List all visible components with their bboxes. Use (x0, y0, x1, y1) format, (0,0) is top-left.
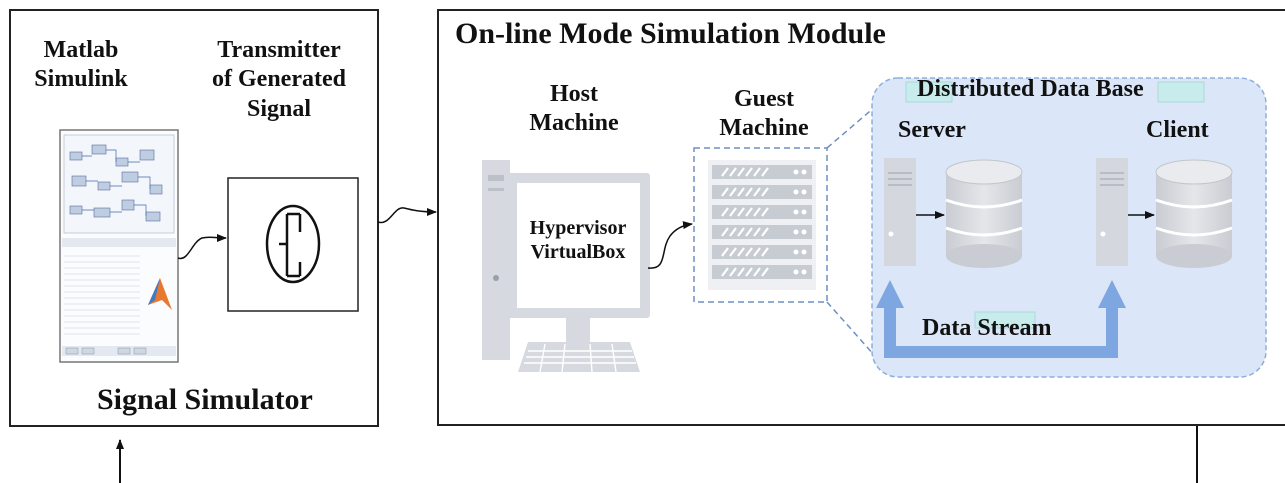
server-rack-icon (708, 160, 816, 290)
highlight-db-right (1157, 81, 1205, 103)
host-machine-icon (482, 160, 650, 373)
guest-machine-frame (693, 147, 828, 303)
transmitter-label: Transmitter of Generated Signal (212, 37, 346, 122)
server-node-icon (884, 158, 916, 266)
hypervisor-label: Hypervisor VirtualBox (529, 217, 627, 264)
server-database-icon (945, 159, 1023, 268)
guest-machine-label: Guest Machine (719, 86, 809, 142)
distributed-db-label: Distributed Data Base (917, 76, 1144, 102)
data-stream-arrowhead-right-icon (1098, 280, 1126, 308)
transmitter-box (227, 177, 359, 312)
transmitter-symbol-icon (265, 204, 321, 284)
highlight-db-left (905, 81, 953, 103)
distributed-db-panel (871, 77, 1267, 378)
simulator-to-module-arrow (377, 207, 437, 224)
client-database-icon (1155, 159, 1233, 268)
client-label: Client (1146, 117, 1209, 143)
client-node-icon (1096, 158, 1128, 266)
data-stream-arrow (884, 306, 1118, 358)
matlab-simulink-label: Matlab Simulink (34, 37, 128, 93)
server-label: Server (898, 117, 966, 143)
signal-simulator-title: Signal Simulator (97, 383, 313, 416)
online-module-title: On-line Mode Simulation Module (455, 17, 886, 50)
highlight-data-stream (974, 311, 1036, 329)
host-machine-label: Host Machine (529, 81, 619, 137)
data-stream-label: Data Stream (922, 315, 1052, 341)
matlab-to-transmitter-arrow (177, 233, 227, 260)
data-stream-arrowhead-left-icon (876, 280, 904, 308)
hypervisor-to-guest-arrow (647, 221, 693, 269)
simulink-screenshot (59, 129, 179, 363)
